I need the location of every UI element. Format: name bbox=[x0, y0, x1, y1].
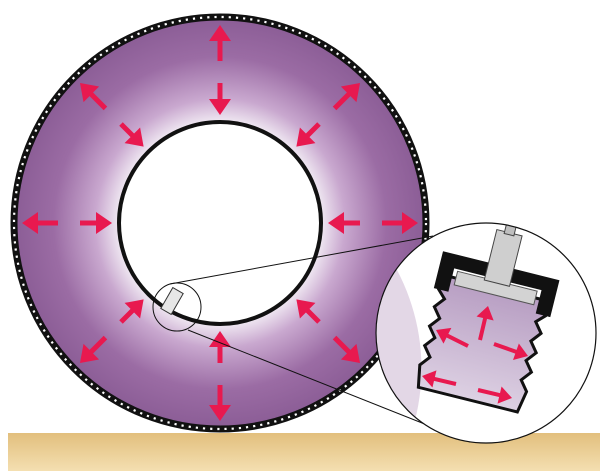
pressure-arrows bbox=[22, 25, 418, 421]
red-arrow-icon bbox=[209, 331, 231, 363]
red-arrow-icon bbox=[22, 212, 58, 234]
red-arrow-icon bbox=[328, 212, 360, 234]
red-arrow-icon bbox=[79, 82, 108, 111]
red-arrow-icon bbox=[332, 82, 361, 111]
red-arrow-icon bbox=[119, 122, 144, 147]
red-arrow-icon bbox=[209, 385, 231, 421]
valve-magnifier bbox=[375, 222, 597, 444]
red-arrow-icon bbox=[79, 335, 108, 364]
red-arrow-icon bbox=[209, 25, 231, 61]
red-arrow-icon bbox=[477, 386, 512, 404]
rim bbox=[117, 120, 323, 326]
magnifier-connector-top bbox=[169, 235, 434, 285]
magnifier-pressure-arrows bbox=[422, 306, 528, 404]
red-arrow-icon bbox=[209, 83, 231, 115]
red-arrow-icon bbox=[296, 299, 321, 324]
red-arrow-icon bbox=[382, 212, 418, 234]
red-arrow-icon bbox=[332, 335, 361, 364]
red-arrow-icon bbox=[119, 299, 144, 324]
red-arrow-icon bbox=[80, 212, 112, 234]
red-arrow-icon bbox=[436, 327, 469, 348]
red-arrow-icon bbox=[422, 370, 457, 388]
red-arrow-icon bbox=[296, 122, 321, 147]
red-arrow-icon bbox=[476, 306, 494, 341]
valve-stem bbox=[160, 286, 184, 316]
red-arrow-icon bbox=[493, 342, 528, 361]
